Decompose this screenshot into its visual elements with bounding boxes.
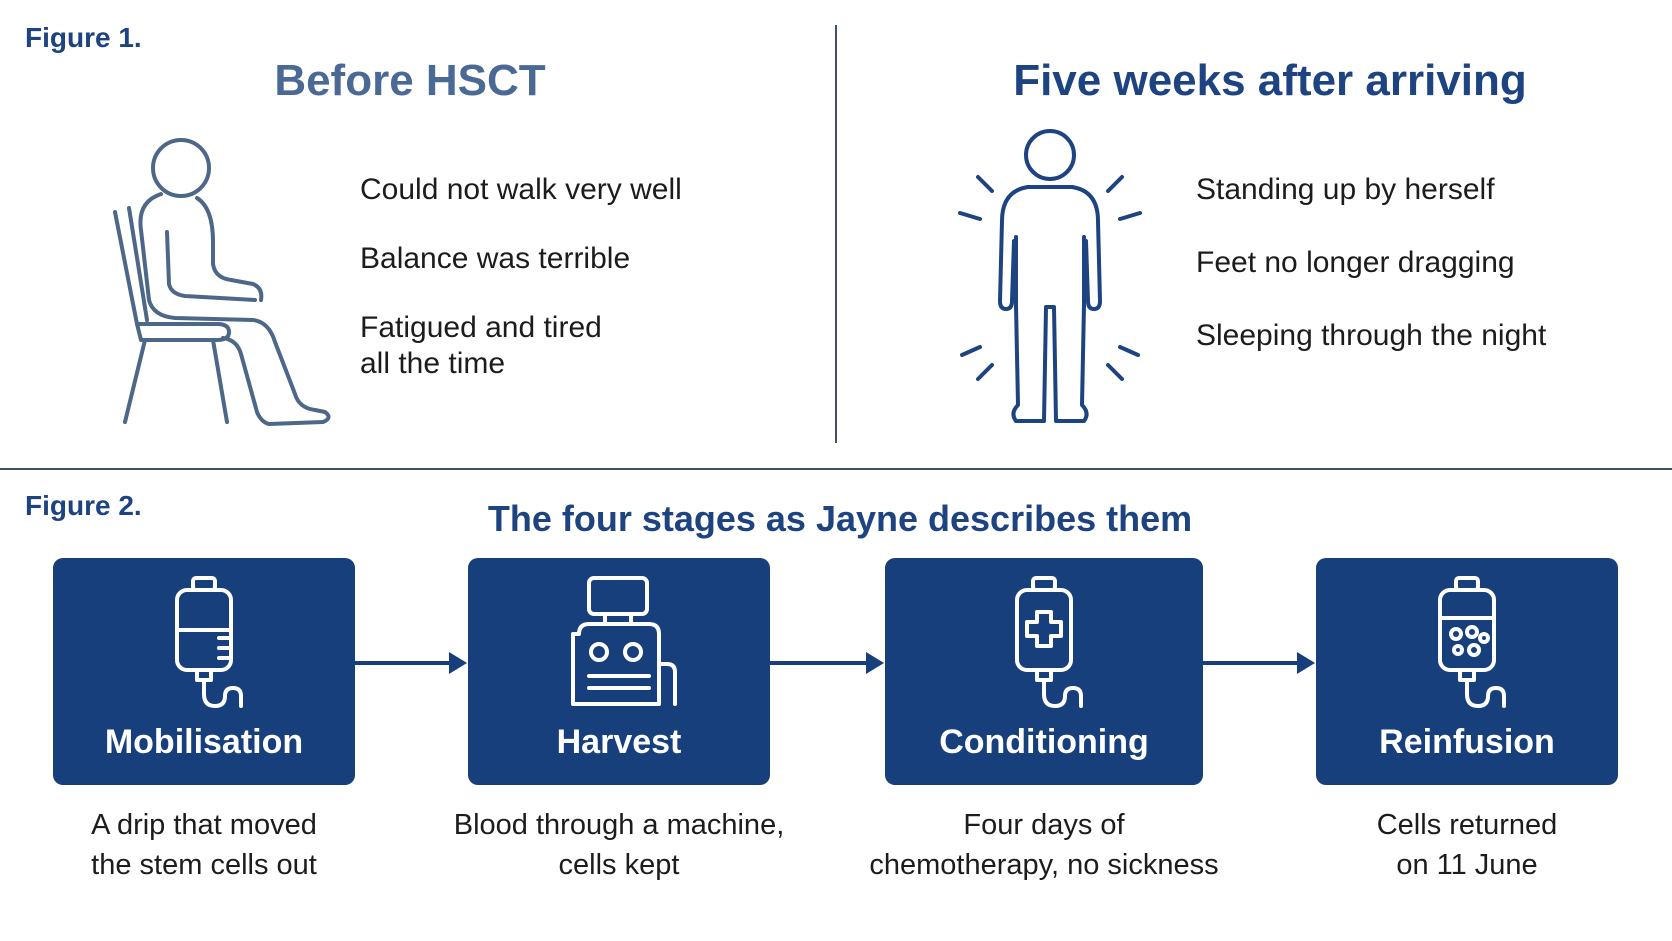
stage-name-reinfusion: Reinfusion bbox=[1379, 723, 1555, 761]
seated-person-icon bbox=[113, 138, 331, 426]
stage-desc-line: Cells returned bbox=[1376, 809, 1558, 841]
figure-2-label: Figure 2. bbox=[25, 490, 142, 521]
stage-desc-line: on 11 June bbox=[1396, 849, 1538, 881]
arrow-right-icon bbox=[770, 652, 884, 674]
stage-desc-line: Blood through a machine, bbox=[453, 809, 785, 841]
vertical-divider bbox=[835, 25, 837, 443]
stage-desc-line: the stem cells out bbox=[91, 849, 317, 881]
arrow-right-icon bbox=[355, 652, 467, 674]
apheresis-machine-icon bbox=[571, 576, 677, 706]
stage-desc-line: chemotherapy, no sickness bbox=[869, 849, 1219, 881]
stage-name-harvest: Harvest bbox=[556, 723, 682, 761]
stage-harvest: Harvest bbox=[468, 558, 770, 785]
stage-name-mobilisation: Mobilisation bbox=[104, 723, 304, 761]
standing-person-icon bbox=[958, 129, 1142, 423]
arrow-right-icon bbox=[1203, 652, 1315, 674]
stage-desc-line: A drip that moved bbox=[91, 809, 317, 841]
stage-desc-line: Four days of bbox=[963, 809, 1125, 841]
before-title: Before HSCT bbox=[274, 56, 546, 105]
stage-desc-mobilisation: A drip that moved the stem cells out bbox=[43, 805, 365, 885]
after-title: Five weeks after arriving bbox=[1013, 56, 1527, 105]
after-item-2: Feet no longer dragging bbox=[1196, 246, 1515, 279]
figure-2-title: The four stages as Jayne describes them bbox=[487, 498, 1193, 539]
after-item-1: Standing up by herself bbox=[1196, 173, 1495, 206]
before-item-3: Fatigued and tired bbox=[360, 311, 602, 344]
before-item-2: Balance was terrible bbox=[360, 242, 631, 275]
figure-1-label: Figure 1. bbox=[25, 22, 142, 53]
stage-name-conditioning: Conditioning bbox=[939, 723, 1149, 761]
stage-conditioning: Conditioning bbox=[885, 558, 1203, 785]
after-item-3: Sleeping through the night bbox=[1196, 319, 1547, 352]
cell-bag-icon bbox=[1438, 576, 1506, 708]
stage-desc-reinfusion: Cells returned on 11 June bbox=[1306, 805, 1628, 885]
before-item-1: Could not walk very well bbox=[360, 173, 682, 206]
stage-reinfusion: Reinfusion bbox=[1316, 558, 1618, 785]
before-item-4: all the time bbox=[360, 347, 506, 380]
stage-desc-line: cells kept bbox=[558, 849, 680, 881]
medical-bag-icon bbox=[1015, 576, 1083, 708]
stage-mobilisation: Mobilisation bbox=[53, 558, 355, 785]
stage-desc-conditioning: Four days of chemotherapy, no sickness bbox=[844, 805, 1244, 885]
stage-desc-harvest: Blood through a machine, cells kept bbox=[429, 805, 809, 885]
horizontal-divider bbox=[0, 468, 1672, 470]
iv-drip-bag-icon bbox=[175, 576, 243, 708]
